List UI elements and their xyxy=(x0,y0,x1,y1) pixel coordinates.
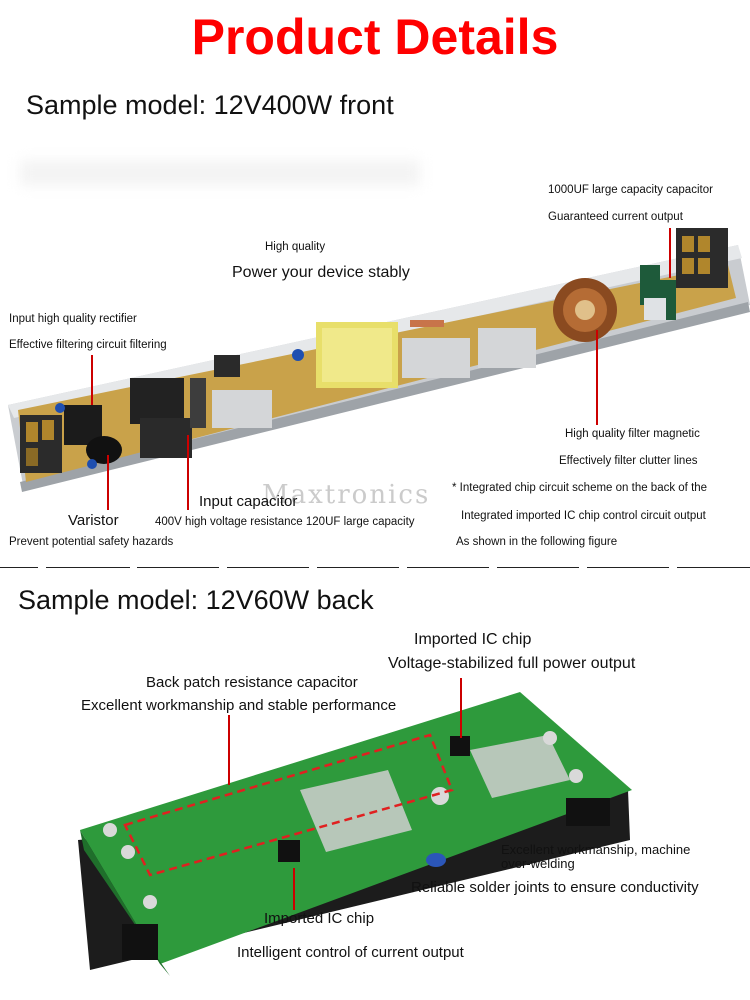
varistor-label-sub: Prevent potential safety hazards xyxy=(9,536,174,548)
separator-segment xyxy=(46,567,130,568)
ic-bottom-label-sub: Intelligent control of current output xyxy=(237,944,464,961)
leader-line-capacitor xyxy=(669,228,671,278)
varistor-label-title: Varistor xyxy=(68,512,119,529)
separator-segment xyxy=(0,567,38,568)
chip-note-line-3: As shown in the following figure xyxy=(456,536,618,548)
heatsink-right xyxy=(478,328,536,368)
leader-line-varistor xyxy=(107,455,109,510)
quality-label-sub: Power your device stably xyxy=(232,264,410,281)
cap-label-sub: Guaranteed current output xyxy=(548,211,683,223)
ic-top-label-sub: Voltage-stabilized full power output xyxy=(388,655,636,672)
chip-note-line-2: Integrated imported IC chip control circ… xyxy=(461,510,706,522)
back-section-heading: Sample model: 12V60W back xyxy=(18,585,374,615)
hatched-pad-1 xyxy=(300,770,412,852)
separator-segment xyxy=(317,567,399,568)
ic-top-label-title: Imported IC chip xyxy=(414,631,532,648)
back-ic-chip-top xyxy=(450,736,470,756)
back-pcb-image xyxy=(78,692,632,976)
separator-segment xyxy=(227,567,309,568)
separator-segment xyxy=(677,567,750,568)
cap-label-title: 1000UF large capacity capacitor xyxy=(548,184,713,196)
chip-note-line-1: * Integrated chip circuit scheme on the … xyxy=(452,482,708,494)
ic-bottom-label-title: Imported IC chip xyxy=(264,910,375,927)
rectifier-label-sub: Effective filtering circuit filtering xyxy=(9,339,167,351)
input-cap-label-title: Input capacitor xyxy=(199,493,298,510)
watermark: Maxtronics xyxy=(262,480,431,510)
patch-label-title: Back patch resistance capacitor xyxy=(146,674,358,691)
heatsink-center xyxy=(402,338,470,378)
leader-line-magnetic xyxy=(596,330,598,425)
varistor-part xyxy=(86,436,122,464)
separator-segment xyxy=(407,567,489,568)
leader-line-patch xyxy=(228,715,230,785)
weld-label-title-2: over-welding xyxy=(501,856,575,871)
magnetic-label-title: High quality filter magnetic xyxy=(565,428,700,440)
separator-segment xyxy=(587,567,669,568)
input-capacitor-2 xyxy=(140,418,192,458)
page-title: Product Details xyxy=(191,9,559,65)
patch-area-outline xyxy=(123,733,454,877)
leader-line-input-capacitor xyxy=(187,435,189,510)
front-section-heading: Sample model: 12V400W front xyxy=(26,90,394,120)
weld-label-sub: Reliable solder joints to ensure conduct… xyxy=(411,879,699,896)
leader-line-ic-top xyxy=(460,678,462,738)
patch-label-sub: Excellent workmanship and stable perform… xyxy=(81,697,397,714)
heatsink-left xyxy=(212,390,272,428)
separator-segment xyxy=(497,567,579,568)
leader-line-ic-bottom xyxy=(293,868,295,910)
output-capacitor-1 xyxy=(640,265,660,305)
leader-line-rectifier xyxy=(91,355,93,405)
separator-segment xyxy=(137,567,219,568)
magnetic-label-sub: Effectively filter clutter lines xyxy=(559,455,698,467)
input-cap-label-sub: 400V high voltage resistance 120UF large… xyxy=(155,516,415,528)
input-capacitor-1 xyxy=(130,378,184,424)
hatched-pad-2 xyxy=(470,735,570,798)
weld-label-title: Excellent workmanship, machine xyxy=(501,842,691,857)
back-ic-chip-bottom xyxy=(278,840,300,862)
rectifier-label-title: Input high quality rectifier xyxy=(9,313,137,325)
quality-label-title: High quality xyxy=(265,241,326,253)
front-pcb-image xyxy=(8,228,750,492)
blurred-text-band xyxy=(20,160,420,186)
housing-bottom-edge xyxy=(20,302,750,492)
